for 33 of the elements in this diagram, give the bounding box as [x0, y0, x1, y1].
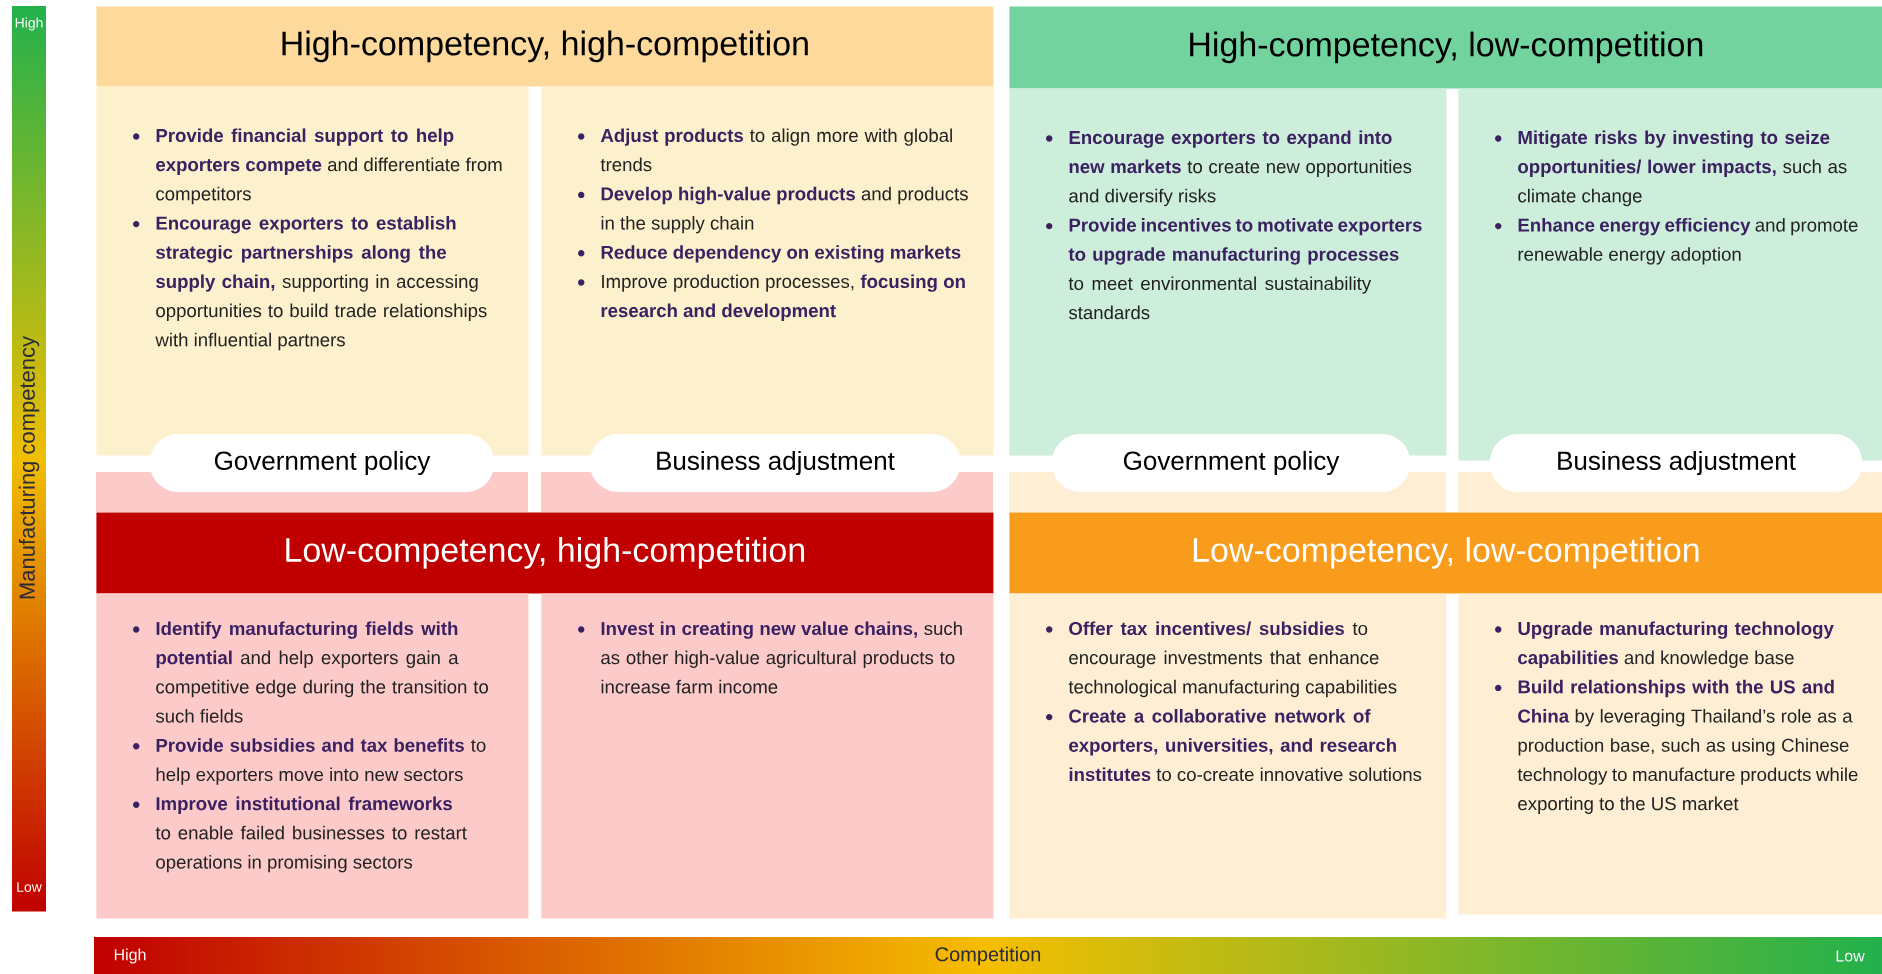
axis-label: Manufacturing competency	[18, 336, 40, 599]
axis-label: Low	[1836, 950, 1865, 962]
bullet-point: Improve institutional frameworks to enable failed businesses to restart operations in promising sectors	[133, 796, 467, 873]
bullet-point: Invest in creating new value chains, such as other high-value agricultural products to increase farm income	[578, 621, 962, 694]
bullet-point: Provide financial support to help exporters compete and differentiate from competitors	[133, 128, 502, 205]
bullet-point: Offer tax incentives/ subsidies to encourage investments that enhance technological manufacturing capabilities	[1046, 621, 1397, 698]
axis-label: Competition	[935, 946, 1041, 966]
bullet-point: Develop high-value products and products in the supply chain	[578, 186, 968, 234]
bullet-point: Enhance energy efficiency and promote renewable energy adoption	[1495, 218, 1858, 265]
quadrant-header: Low-competency, high-competition	[96, 512, 994, 594]
pill-label: Government policy	[1052, 434, 1410, 492]
quadrant-header: High-competency, low-competition	[1009, 6, 1882, 89]
bullet-point: Create a collaborative network of exporters, universities, and research institutes to co-create innovative solutions	[1046, 709, 1422, 782]
text-panel	[541, 593, 994, 919]
axis-label: Low	[17, 882, 42, 892]
pill-label: Government policy	[150, 434, 494, 492]
bullet-point: Reduce dependency on existing markets	[578, 245, 961, 263]
bullet-point: Upgrade manufacturing technology capabilities and knowledge base	[1495, 621, 1834, 668]
axis-label: High	[15, 17, 43, 31]
pill-label: Business adjustment	[1490, 434, 1863, 492]
bullet-point: Encourage exporters to establish strategic partnerships along the supply chain, supporting in accessing opportunities to build trade relationships with influential partners	[133, 216, 487, 351]
pill-label: Business adjustment	[590, 434, 960, 492]
bullet-point: Encourage exporters to expand into new markets to create new opportunities and diversify risks	[1046, 130, 1412, 207]
quadrant-header: High-competency, high-competition	[96, 6, 994, 87]
bullet-point: Provide incentives to motivate exporters to upgrade manufacturing processes to meet environmental sustainability standards	[1046, 218, 1422, 320]
text-panel	[1009, 593, 1447, 919]
bullet-point: Improve production processes, focusing on research and development	[578, 274, 965, 321]
quadrant-header: Low-competency, low-competition	[1009, 512, 1882, 594]
text-panel	[96, 593, 529, 919]
axis-label: High	[114, 948, 146, 964]
text-panel	[1458, 593, 1882, 915]
bullet-point: Provide subsidies and tax benefits to help exporters move into new sectors	[133, 738, 486, 785]
bullet-point: Build relationships with the US and China by leveraging Thailand’s role as a production base, such as using Chinese technology to manufacture products while exporting to the US market	[1495, 679, 1858, 814]
